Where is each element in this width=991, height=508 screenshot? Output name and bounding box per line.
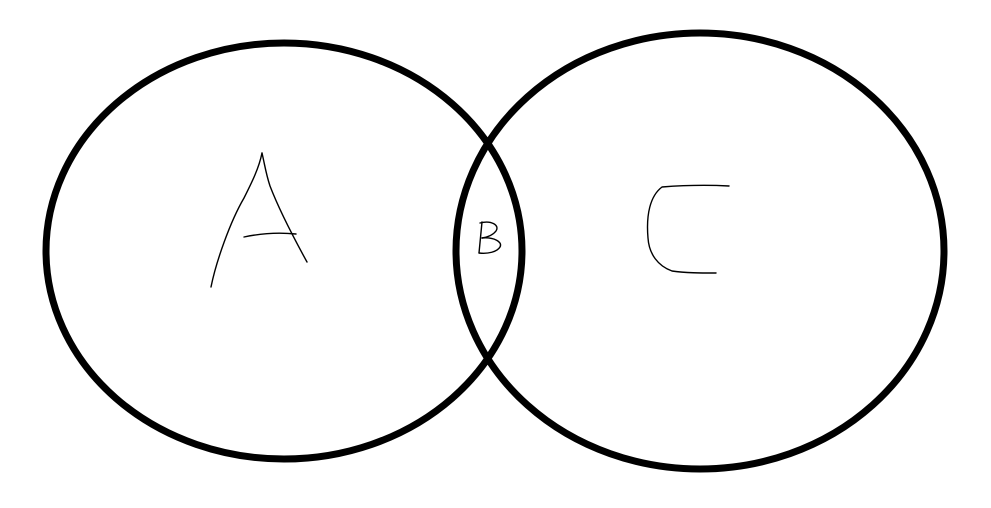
region-label-b: B [478, 221, 502, 254]
right-circle [452, 29, 948, 473]
left-circle [42, 39, 526, 463]
region-label-c: C [646, 184, 730, 274]
region-label-a: A [210, 152, 308, 288]
